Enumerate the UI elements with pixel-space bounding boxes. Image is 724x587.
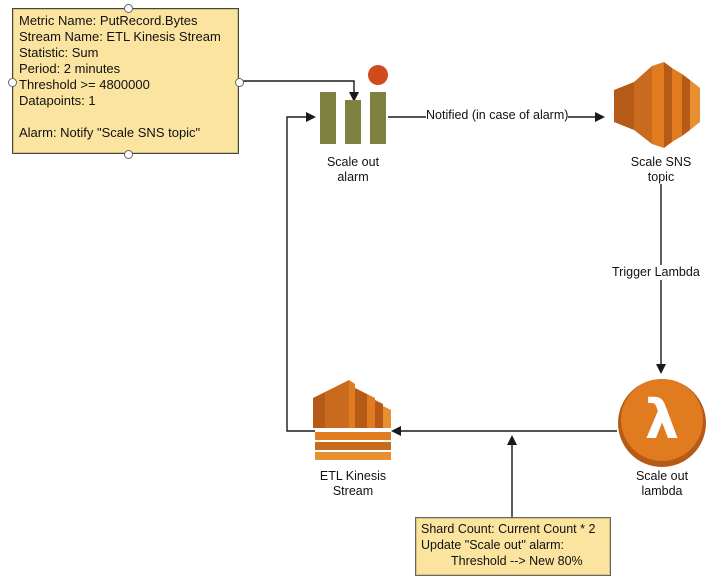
metric-note-alarm-line: Alarm: Notify "Scale SNS topic" bbox=[19, 125, 201, 140]
metric-note-line: Period: 2 minutes bbox=[19, 61, 121, 76]
svg-text:λ: λ bbox=[645, 388, 679, 451]
lambda-label: Scale out lambda bbox=[635, 469, 689, 498]
shard-note-line: Threshold --> New 80% bbox=[451, 554, 583, 568]
metric-alarm-note: Metric Name: PutRecord.Bytes Stream Name… bbox=[12, 8, 239, 154]
edge-label-trigger-lambda: Trigger Lambda bbox=[612, 265, 700, 280]
metric-note-line: Stream Name: ETL Kinesis Stream bbox=[19, 29, 221, 44]
sns-topic-icon bbox=[614, 62, 700, 148]
shard-update-note: Shard Count: Current Count * 2 Update "S… bbox=[415, 517, 611, 576]
selection-handle[interactable] bbox=[235, 78, 244, 87]
kinesis-stream-icon bbox=[313, 380, 391, 460]
selection-handle[interactable] bbox=[124, 4, 133, 13]
shard-note-line: Shard Count: Current Count * 2 bbox=[421, 522, 596, 536]
edge-kinesis-to-alarm bbox=[286, 112, 316, 432]
alarm-label: Scale out alarm bbox=[326, 155, 380, 184]
selection-handle[interactable] bbox=[8, 78, 17, 87]
metric-note-line: Statistic: Sum bbox=[19, 45, 99, 60]
lambda-icon: λ bbox=[618, 379, 706, 467]
cloudwatch-alarm-icon bbox=[320, 65, 388, 144]
shard-note-line: Update "Scale out" alarm: bbox=[421, 538, 564, 552]
selection-handle[interactable] bbox=[124, 150, 133, 159]
metric-note-line: Threshold >= 4800000 bbox=[19, 77, 150, 92]
edge-label-notified: Notified (in case of alarm) bbox=[426, 108, 569, 123]
metric-note-line: Datapoints: 1 bbox=[19, 93, 96, 108]
metric-note-line: Metric Name: PutRecord.Bytes bbox=[19, 13, 198, 28]
kinesis-label: ETL Kinesis Stream bbox=[319, 469, 387, 498]
edge-note-to-alarm bbox=[239, 80, 359, 102]
sns-label: Scale SNS topic bbox=[630, 155, 692, 184]
